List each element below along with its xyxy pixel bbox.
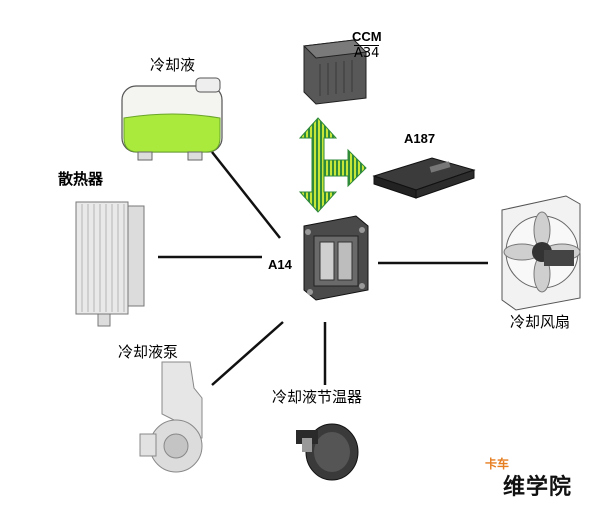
coolant-tank-icon [121,77,223,161]
link-pump-hub [211,321,284,386]
ccm-code-label: A34 [354,45,380,61]
radiator-label: 散热器 [58,171,104,188]
ccm-module-icon [302,39,368,105]
radiator-icon [75,201,145,327]
a187-module-icon [372,157,476,199]
coolant-pump-icon [139,361,203,473]
bidirectional-arrow-icon [298,117,338,213]
cooling-fan-icon [501,195,581,311]
watermark-main-text: 维学院 [503,475,573,500]
coolant-tank-label: 冷却液 [150,56,196,74]
thermostat-label: 冷却液节温器 [272,388,363,406]
hub-label: A14 [268,257,292,272]
cooling-fan-label: 冷却风扇 [510,313,571,331]
watermark-top-text: 卡车 [485,457,510,471]
link-tank-hub [211,151,281,239]
coolant-pump-label: 冷却液泵 [118,343,179,361]
ccm-label: CCM [352,29,382,44]
right-arrow-icon [323,148,367,188]
watermark-logo: 卡车 维学院 [485,455,595,505]
a14-control-unit-icon [303,215,369,301]
a187-label: A187 [404,131,436,146]
thermostat-icon [296,423,359,481]
